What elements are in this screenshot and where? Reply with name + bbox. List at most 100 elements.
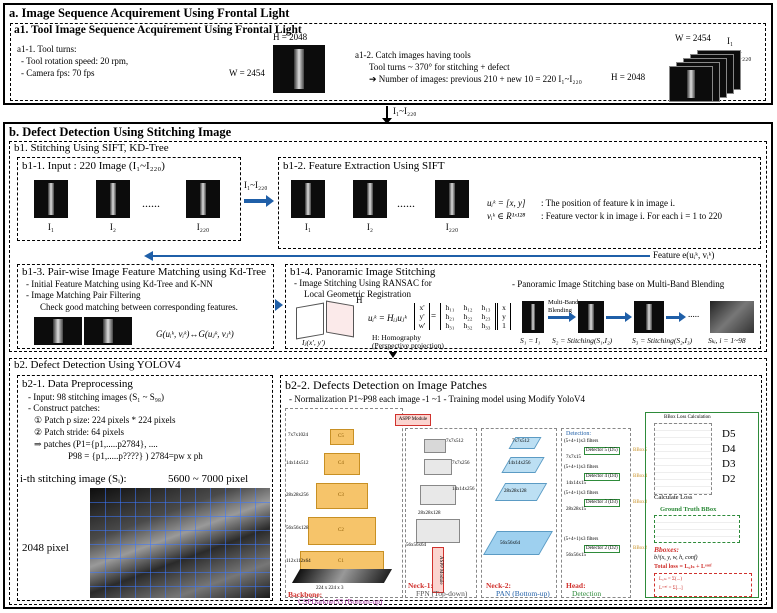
patch-grid-line xyxy=(90,516,270,517)
m-3: h₂₁ xyxy=(445,312,455,321)
arrow-a-to-b-head xyxy=(382,118,392,124)
patch-grid-line xyxy=(150,488,151,598)
vec-r-1: y xyxy=(502,312,506,321)
backbone-input xyxy=(291,569,393,583)
aspp-box: ASPP Module xyxy=(395,414,431,426)
stack-i220-label: I₂₂₀ xyxy=(739,51,752,61)
b1-4-plane-left xyxy=(296,302,324,340)
det-dim-2: 28x28x15 xyxy=(566,507,586,512)
b1-3-line1: - Initial Feature Matching using Kd-Tree… xyxy=(26,279,213,289)
m-5: h₂₃ xyxy=(481,312,491,321)
neck2-name: PAN (Bottom-up) xyxy=(496,589,550,598)
loss-line1: L꜀ₗₛ = Σ(...) xyxy=(659,577,682,582)
patch-grid-line xyxy=(90,544,270,545)
backbone-label: Backbone: xyxy=(288,590,323,599)
m-4: h₂₂ xyxy=(463,312,473,321)
b1-2-cap-220: I₂₂₀ xyxy=(445,222,459,232)
patch-grid-line xyxy=(90,572,270,573)
patch-grid-line xyxy=(240,488,241,598)
patch-grid-line xyxy=(210,488,211,598)
n1-dim-2: 14x14x256 xyxy=(452,487,475,492)
d4-label: D4 xyxy=(722,443,736,455)
stitching-image xyxy=(90,488,270,598)
detector-3: Detector 2 (D2) xyxy=(584,545,620,553)
m-7: h₃₂ xyxy=(463,321,473,330)
detector-2: Detector 3 (D3) xyxy=(584,499,620,507)
a1-1-line2: - Camera fps: 70 fps xyxy=(21,68,95,78)
det-dim-1: 14x14x15 xyxy=(566,481,586,486)
b2-2-sub: - Normalization P1~P98 each image -1 ~1 … xyxy=(289,394,585,404)
b1-1-box: b1-1. Input : 220 Image (I₁~I₂₂₀) ......… xyxy=(17,157,241,241)
head-box: Detection: (5+4+1)x3 filters Detector 5 … xyxy=(561,428,631,598)
b1-4-formula: uᵢᵏ = Hᵢⱼuⱼᵏ xyxy=(368,313,407,323)
backbone-c2 xyxy=(308,517,376,545)
tool-image xyxy=(273,45,325,93)
b1-2-vk-desc: : Feature vector k in image i. For each … xyxy=(541,211,723,221)
b1-3-line3: Check good matching between correspondin… xyxy=(40,302,238,312)
b2-1-line5: ⇒ patches (P1={p1,.....p2784}, .... xyxy=(34,439,158,449)
n2-dim-2: 28x28x128 xyxy=(504,489,527,494)
b2-1-line4: ② Patch stride: 64 pixels xyxy=(34,427,125,437)
b1-2-image-2 xyxy=(353,180,387,218)
b1-4-box: b1-4. Panoramic Image Stitching - Image … xyxy=(285,264,761,350)
det-dim-3: 56x56x15 xyxy=(566,553,586,558)
neck2-label: Neck-2: xyxy=(486,581,511,590)
patch-grid-line xyxy=(90,530,270,531)
feature-label: Feature e(uᵢᵏ, vᵢᵏ) xyxy=(653,250,715,260)
b1-2-cap-2: I₂ xyxy=(366,222,374,232)
b1-4-s1: S₁ = I₁ xyxy=(520,336,541,345)
bb-dim-3: 56x56x128 xyxy=(286,526,309,531)
b1-1-image-220 xyxy=(186,180,220,218)
filter-2: (5+4+1)x3 filters xyxy=(564,491,599,496)
b2-box: b2. Defect Detection Using YOLOV4 b2-1. … xyxy=(9,358,767,606)
b1-2-vk: vᵢᵏ ∈ R¹ˣ¹²⁸ xyxy=(487,211,526,221)
a1-box: a1. Tool Image Sequence Acquirement Usin… xyxy=(10,23,766,102)
backbone-name: CSPDarknet53 (Bottom-up) xyxy=(298,597,383,606)
detector-0: Detector 5 (D5) xyxy=(584,447,620,455)
vec-r-2: 1 xyxy=(502,321,506,330)
b1-1-cap-220: I₂₂₀ xyxy=(196,222,210,232)
m-8: h₃₃ xyxy=(481,321,491,330)
feature-arrow xyxy=(152,255,650,257)
n1-dim-4: 56x56x64 xyxy=(406,543,426,548)
b2-2-title: b2-2. Defects Detection on Image Patches xyxy=(285,378,487,392)
b2-1-height: 2048 pixel xyxy=(22,542,69,554)
b2-1-line1: - Input: 98 stitching images (S₁ ~ S₉₈) xyxy=(28,392,165,402)
filter-0: (5+4+1)x3 filters xyxy=(564,439,599,444)
c1-label: C1 xyxy=(338,559,344,564)
c3-label: C3 xyxy=(338,493,344,498)
n2-dim-0: 7x7x512 xyxy=(512,439,530,444)
b1-4-dots: ..... xyxy=(688,309,700,319)
img-height-label: H = 2048 xyxy=(273,32,308,42)
b1-arrow xyxy=(244,199,268,203)
bbox-out-2: BBox3 xyxy=(633,500,648,505)
b2-1-line2: - Construct patches: xyxy=(28,403,100,413)
a1-title: a1. Tool Image Sequence Acquirement Usin… xyxy=(14,24,302,36)
b1-3-match-image-left xyxy=(34,317,82,345)
b1-1-title: b1-1. Input : 220 Image (I₁~I₂₂₀) xyxy=(22,160,165,172)
bb-dim-2: 28x28x256 xyxy=(286,493,309,498)
loss-line2: Lᶜᵒⁿᶠ = Σ[...] xyxy=(659,586,683,591)
b1-2-image-1 xyxy=(291,180,325,218)
n1-dim-3: 28x28x128 xyxy=(418,511,441,516)
det-dim-0: 7x7x15 xyxy=(566,455,581,460)
b1-4-title: b1-4. Panoramic Image Stitching xyxy=(290,266,436,278)
b1-4-multiband: Multi-Band Blending xyxy=(548,299,579,314)
vec-l-2: w' xyxy=(418,321,426,330)
b1-4-line1: - Image Stitching Using RANSAC for xyxy=(294,278,432,288)
img-width-label: W = 2454 xyxy=(229,68,265,78)
bb-dim-4: 112x112x64 xyxy=(286,559,311,564)
m-0: h₁₁ xyxy=(445,303,455,312)
b1-4-line2: Local Geometric Registration xyxy=(304,289,411,299)
d5-label: D5 xyxy=(722,428,736,440)
b1-4-blend-title: - Panoramic Image Stitching base on Mult… xyxy=(512,279,725,289)
b1-3-to-b1-4-arrow-head xyxy=(275,299,283,311)
input-dim: 224 x 224 x 3 xyxy=(316,586,344,591)
blend-arrow-2-head xyxy=(625,312,632,322)
filter-3: (5+4+1)x3 filters xyxy=(564,537,599,542)
a1-1-line1: - Tool rotation speed: 20 rpm, xyxy=(21,56,129,66)
loss-panel: BBox Loss Calculation D5 D4 D3 D2 Calcul… xyxy=(645,412,759,598)
b2-1-line6: P98 = {p1,.....p????} ) 2784=pw x ph xyxy=(68,451,203,461)
c2-label: C2 xyxy=(338,528,344,533)
b1-2-dots: ...... xyxy=(397,196,415,210)
